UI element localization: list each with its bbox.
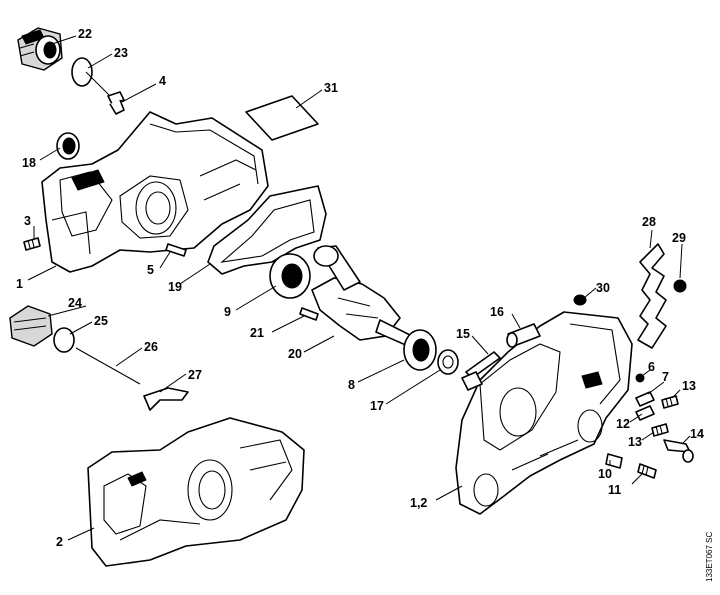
- part-5-pin: [165, 243, 187, 257]
- part-26-cable: [75, 347, 141, 385]
- callout-16: 16: [490, 305, 504, 319]
- callout-23: 23: [114, 46, 128, 60]
- part-22-fitting: [17, 27, 63, 71]
- callout-22: 22: [78, 27, 92, 41]
- callout-25: 25: [94, 314, 108, 328]
- part-18-seal: [56, 132, 80, 160]
- callout-15: 15: [456, 327, 470, 341]
- callout-17: 17: [370, 399, 384, 413]
- callout-21: 21: [250, 326, 264, 340]
- callout-30: 30: [596, 281, 610, 295]
- callout-19: 19: [168, 280, 182, 294]
- callout-7: 7: [662, 370, 669, 384]
- part-11-stud: [637, 463, 657, 479]
- part-20-crankshaft: [311, 245, 413, 347]
- part-1-2-crankcase-half: [455, 311, 633, 515]
- part-31-label: [245, 95, 319, 141]
- callout-18: 18: [22, 156, 36, 170]
- part-13-stud-a: [661, 395, 679, 409]
- callouts: 22 23 4 31 18 3 1 5 19 9 21 20 24 25 26 …: [16, 27, 704, 549]
- callout-24: 24: [68, 296, 82, 310]
- part-15-screw: [461, 351, 501, 391]
- part-24-fitting: [9, 305, 53, 347]
- part-3-stud: [23, 237, 41, 251]
- part-13-stud-b: [651, 423, 669, 437]
- callout-1: 1: [16, 277, 23, 291]
- part-10-screw: [605, 453, 623, 469]
- callout-29: 29: [672, 231, 686, 245]
- callout-10: 10: [598, 467, 612, 481]
- callout-9: 9: [224, 305, 231, 319]
- part-4-screw: [85, 71, 125, 115]
- part-29-screw: [673, 279, 687, 293]
- part-7-screw: [635, 391, 655, 407]
- part-1-crankcase-half: [41, 111, 269, 273]
- part-25-o-ring: [53, 327, 75, 353]
- callout-1-2: 1,2: [410, 496, 427, 510]
- part-23-o-ring: [71, 57, 93, 87]
- leader-lines: [27, 35, 691, 541]
- part-9-bearing: [269, 253, 311, 299]
- part-16-bushing: [506, 323, 541, 348]
- callout-12: 12: [616, 417, 630, 431]
- callout-13-a: 13: [682, 379, 696, 393]
- callout-11: 11: [608, 483, 621, 497]
- part-28-spike: [637, 243, 667, 349]
- callout-20: 20: [288, 347, 302, 361]
- part-2-crankcase-half: [87, 417, 305, 567]
- part-12-screw: [635, 405, 655, 421]
- callout-2: 2: [56, 535, 63, 549]
- callout-4: 4: [159, 74, 166, 88]
- callout-14: 14: [690, 427, 704, 441]
- part-14-bolt: [663, 439, 694, 463]
- part-19-gasket: [207, 185, 327, 275]
- callout-6: 6: [648, 360, 655, 374]
- drawing-code: 133ET067 SC: [705, 532, 714, 582]
- callout-8: 8: [348, 378, 355, 392]
- callout-31: 31: [324, 81, 338, 95]
- callout-26: 26: [144, 340, 158, 354]
- callout-28: 28: [642, 215, 656, 229]
- callout-5: 5: [147, 263, 154, 277]
- callout-27: 27: [188, 368, 202, 382]
- part-8-bearing: [403, 329, 437, 371]
- part-27-bracket: [143, 387, 189, 411]
- callout-3: 3: [24, 214, 31, 228]
- part-30-nut: [573, 294, 587, 306]
- part-21-key: [299, 307, 319, 321]
- callout-13-b: 13: [628, 435, 642, 449]
- part-17-seal: [437, 349, 459, 375]
